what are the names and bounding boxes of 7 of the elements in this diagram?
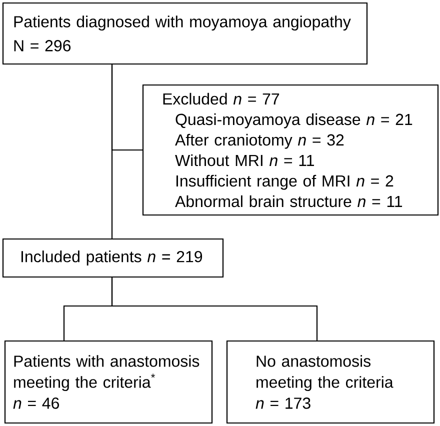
outcome-box: Patients with anastomosis meeting the criteria$^{*}$ n = 46: [4, 340, 213, 424]
exclusion-box: Excluded n = 77 Quasi-moyamoya disease n = 21 After craniotomy n = 32 Without MRI n = 11 Insufficient range of MRI n = 2 Abnormal brain structure n = 11: [142, 84, 439, 216]
connector-line: [111, 64, 113, 239]
connector-line: [111, 277, 318, 341]
process-box: Included patients n = 219: [2, 238, 224, 278]
outcome-box: No anastomosis meeting the criteria n = 173: [226, 340, 435, 424]
process-box: Patients diagnosed with moyamoya angiopathy N = 296: [2, 2, 368, 65]
